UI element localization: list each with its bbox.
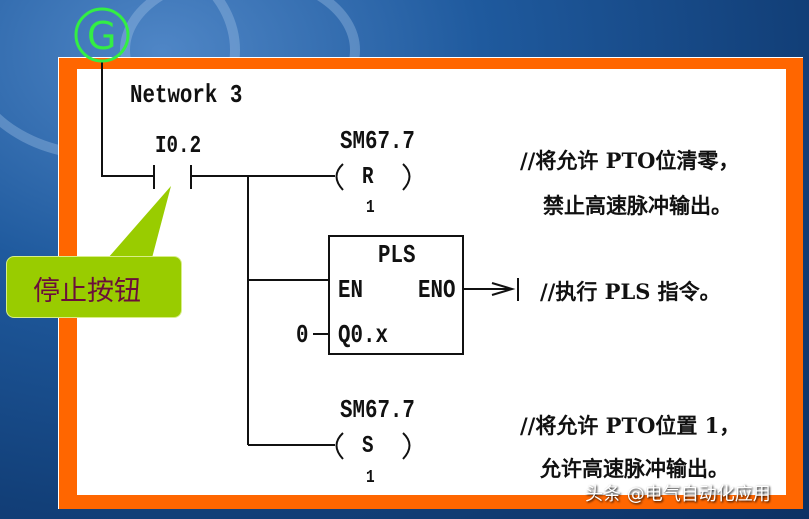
pls-box-outline (328, 235, 464, 355)
coil-reset-count: 1 (366, 198, 375, 218)
badge-letter: G (87, 14, 117, 58)
coil-reset-address: SM67.7 (340, 126, 415, 156)
callout-text: 停止按钮 (33, 276, 141, 307)
pls-title: PLS (378, 240, 416, 270)
contact-address: I0.2 (155, 133, 202, 160)
pls-input-label: Q0.x (338, 320, 388, 350)
coil-set-right-paren (402, 432, 411, 460)
coil-set-address: SM67.7 (340, 395, 415, 425)
coil-reset-right-paren (402, 163, 411, 191)
watermark: 头条 @电气自动化应用 (585, 484, 771, 505)
coil-set-left-paren (335, 432, 344, 460)
comment-reset-line2: 禁止高速脉冲输出。 (543, 193, 732, 218)
comment-pls: //执行 PLS 指令。 (540, 279, 721, 304)
coil-reset-left-paren (335, 163, 344, 191)
ladder-diagram-area (77, 69, 786, 495)
pls-eno: ENO (418, 275, 456, 305)
coil-set-count: 1 (366, 468, 375, 488)
comment-reset-line1: //将允许 PTO位清零， (520, 148, 740, 173)
coil-set-op: S (362, 433, 374, 460)
comment-set-line1: //将允许 PTO位置 1， (520, 413, 741, 438)
coil-reset-op: R (362, 164, 374, 191)
badge-circle (74, 7, 130, 63)
pls-input-value: 0 (296, 320, 309, 350)
stop-button-callout: 停止按钮 (6, 256, 182, 318)
pls-en: EN (338, 275, 363, 305)
eno-arrow (491, 282, 516, 296)
comment-set-line2: 允许高速脉冲输出。 (540, 456, 729, 481)
callout-tail (108, 186, 171, 258)
network-title: Network 3 (130, 80, 243, 110)
